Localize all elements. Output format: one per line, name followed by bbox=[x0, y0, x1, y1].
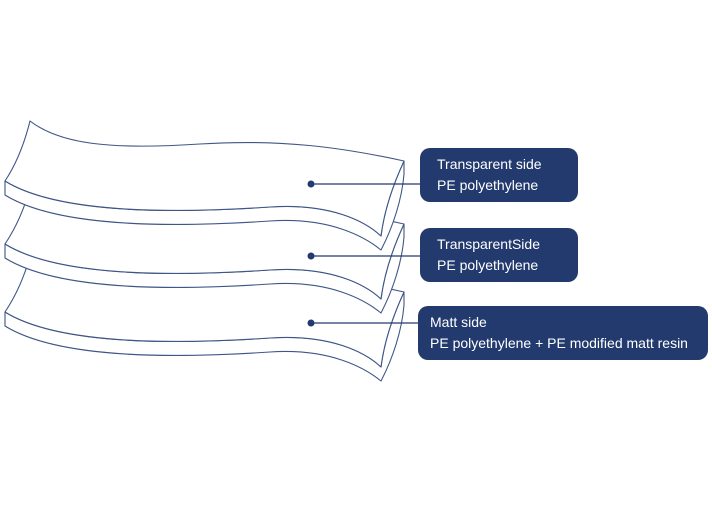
callout-matt-side: Matt side PE polyethylene + PE modified … bbox=[418, 306, 708, 360]
marker-dot-2 bbox=[307, 252, 315, 260]
callout-material: PE polyethylene bbox=[437, 177, 539, 193]
marker-dot-3 bbox=[307, 319, 315, 327]
layer-transparent-side-1-face bbox=[4, 120, 405, 237]
layer-transparent-side-1 bbox=[4, 120, 405, 251]
callout-title: TransparentSide bbox=[437, 236, 540, 252]
marker-dot-1 bbox=[307, 180, 315, 188]
callout-title: Transparent side bbox=[437, 156, 542, 172]
callout-material: PE polyethylene + PE modified matt resin bbox=[430, 335, 688, 351]
callout-material: PE polyethylene bbox=[437, 257, 539, 273]
callout-transparent-side-1: Transparent side PE polyethylene bbox=[420, 148, 578, 202]
callout-transparent-side-2: TransparentSide PE polyethylene bbox=[420, 228, 578, 282]
callout-title: Matt side bbox=[430, 314, 487, 330]
